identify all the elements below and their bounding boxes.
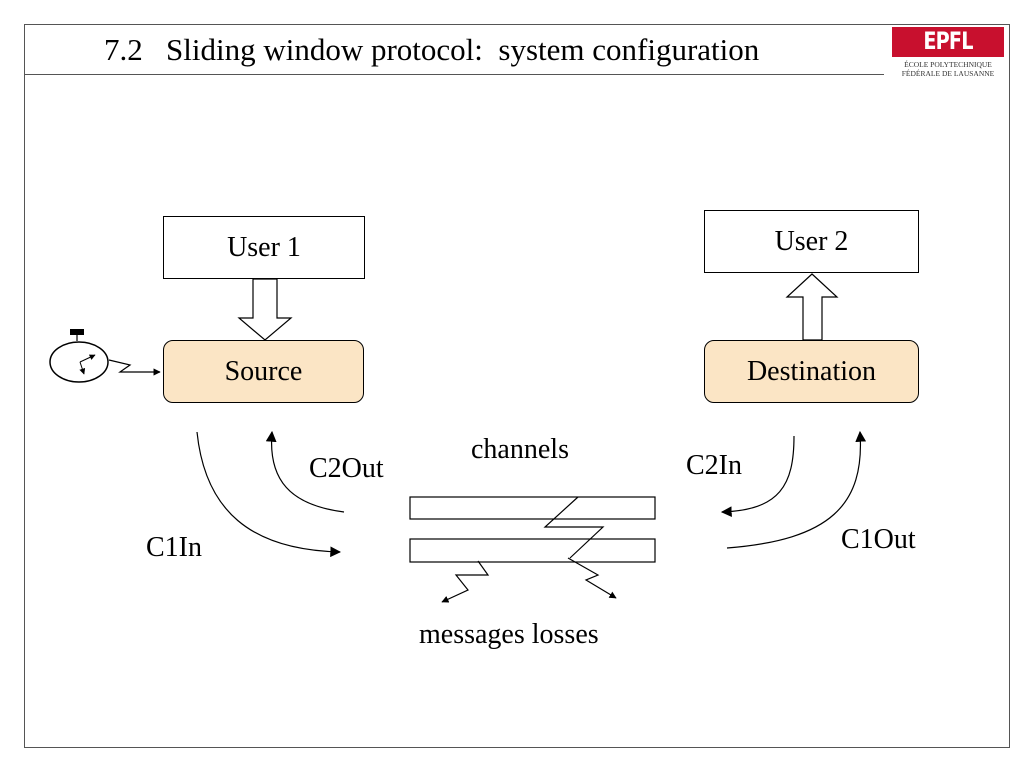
header-rule (24, 74, 884, 75)
user1-box: User 1 (163, 216, 365, 279)
c1in-label: C1In (146, 532, 202, 563)
user2-label: User 2 (774, 225, 849, 257)
destination-label: Destination (746, 355, 877, 387)
channels-label: channels (471, 434, 569, 465)
c2out-label: C2Out (309, 453, 384, 484)
loss-zigzag-top (543, 496, 605, 559)
slide-frame (24, 24, 1010, 748)
source-label: Source (224, 355, 303, 387)
loss-zigzag-left (441, 560, 490, 603)
channel-bar-top (409, 496, 656, 520)
loss-zigzag-right (567, 557, 617, 599)
user1-label: User 1 (227, 231, 301, 263)
messages-losses-label: messages losses (419, 619, 599, 650)
user1-to-source-arrow (237, 278, 293, 341)
logo-line-1: ÉCOLE POLYTECHNIQUE (904, 60, 992, 69)
c2in-arrow (720, 435, 795, 518)
c1in-arrow (196, 431, 342, 558)
logo-mark: EPFL (923, 27, 973, 55)
stopwatch-icon (49, 329, 109, 383)
c1out-label: C1Out (841, 524, 916, 555)
source-box: Source (163, 340, 364, 403)
lightning-arrow-icon (108, 359, 161, 376)
c1out-arrow (726, 430, 867, 549)
destination-to-user2-arrow (785, 273, 839, 341)
c2out-arrow (265, 430, 345, 513)
logo-line-2: FÉDÉRALE DE LAUSANNE (901, 69, 995, 78)
c2in-label: C2In (686, 450, 742, 481)
user2-box: User 2 (704, 210, 919, 273)
channel-bar-bottom (409, 538, 656, 563)
destination-box: Destination (704, 340, 919, 403)
epfl-logo: EPFL ÉCOLE POLYTECHNIQUE FÉDÉRALE DE LAU… (886, 25, 1010, 81)
slide-title: 7.2 Sliding window protocol: system conf… (104, 32, 760, 67)
logo-bar (892, 27, 1004, 57)
